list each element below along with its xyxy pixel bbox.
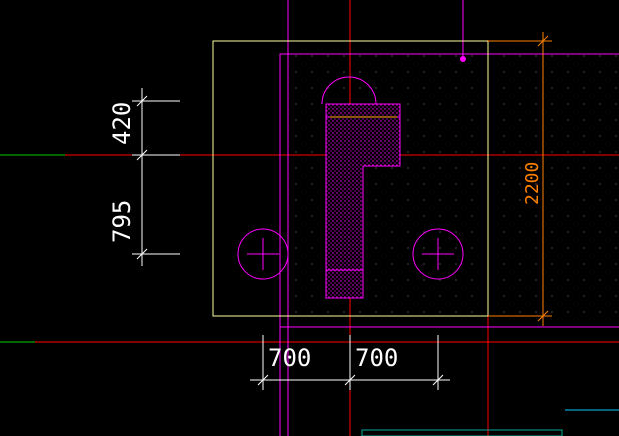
dim-text-420: 420 [108,102,136,145]
green-axis-marks [0,154,65,343]
vertical-dimension[interactable] [132,88,180,266]
foundation-outline[interactable] [212,40,489,317]
dim-text-2200: 2200 [522,162,543,205]
pile-right[interactable] [412,228,464,280]
dim-text-795: 795 [108,200,136,243]
column-cap-arc [321,76,377,105]
overall-dimension[interactable] [488,32,552,326]
pile-left[interactable] [237,228,289,280]
dim-text-700-right: 700 [355,344,398,372]
point-marker[interactable] [460,56,466,62]
magenta-walls [279,0,619,436]
column-section[interactable] [325,103,401,299]
dim-text-700-left: 700 [268,344,311,372]
horizontal-dimension[interactable] [250,335,450,390]
